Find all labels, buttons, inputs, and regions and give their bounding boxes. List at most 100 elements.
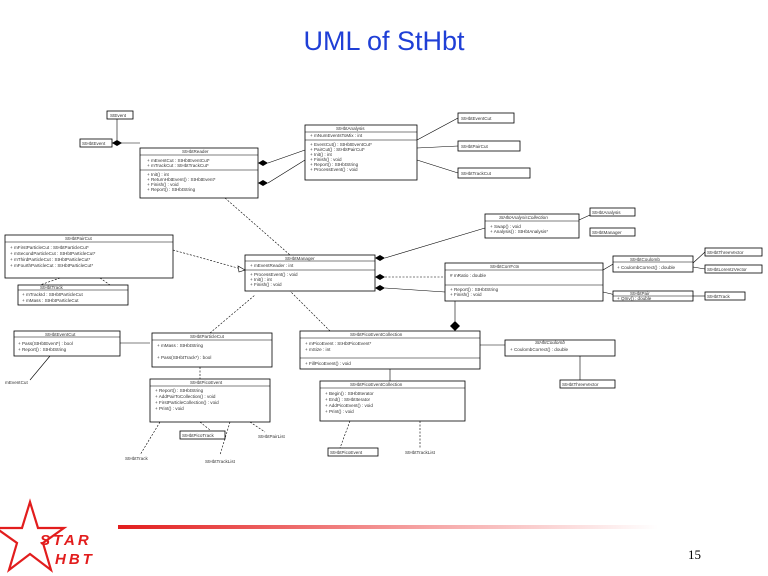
svg-text:+ mPicoEvent : StHbtPicoEv: + mPicoEvent : StHbtPicoEvent* (305, 341, 371, 346)
star-icon (0, 498, 68, 573)
class-box-bottom-center: StHbtPicoEventCollection + Begin() : StH… (319, 380, 466, 422)
svg-text:StHbtCoulomb: StHbtCoulomb (630, 257, 660, 262)
class-box-bottom-left: StHbtEventCut + Pass(StHbtEvent*) : bool… (13, 330, 121, 357)
svg-text:+ Finish() : void: + Finish() : void (450, 292, 482, 297)
class-box-stevent: StEvent (106, 110, 134, 120)
svg-text:+ Finish() : void: + Finish() : void (147, 182, 179, 187)
class-box-sthbttrackcut: StHbtTrackCut (457, 167, 531, 179)
class-box-sthbteventcut: StHbtEventCut (457, 112, 515, 124)
logo-hbt-text: HBT (55, 551, 95, 568)
svg-text:StHbtParticleCut: StHbtParticleCut (190, 334, 225, 339)
svg-text:StHbtPicoEventCollection: StHbtPicoEventCollection (350, 382, 403, 387)
svg-text:+ mThirdParticleCut : StHbtPa: + mThirdParticleCut : StHbtParticleCut* (10, 257, 91, 262)
class-box-analysis-collection: StHbtAnalysisCollection + Swap() : void … (484, 213, 580, 239)
svg-text:+ ProcessEvent() : void: + ProcessEvent() : void (310, 167, 358, 172)
svg-text:StHbtTrack: StHbtTrack (707, 294, 731, 299)
svg-text:+ Report() : StHbtS: + Report() : StHbtString (147, 187, 196, 192)
svg-text:StHbtPairList: StHbtPairList (258, 434, 286, 439)
svg-text:+ Print() : void: + Print() : void (325, 409, 354, 414)
svg-text:+ Init() : int: + Init() : int (147, 172, 170, 177)
svg-text:+ mTrackCut : StHbtTrackCut*: + mTrackCut : StHbtTrackCut* (147, 163, 209, 168)
class-label-stevent: StEvent (110, 113, 127, 118)
svg-text:+ mSecondParticleCut : StHbtPa: + mSecondParticleCut : StHbtParticleCut* (10, 251, 96, 256)
svg-text:StHbtPicoTrack: StHbtPicoTrack (182, 433, 214, 438)
svg-text:+ FillPicoEvent() : void: + FillPicoEvent() : void (305, 361, 351, 366)
composition-diamond (112, 140, 122, 146)
svg-text:StHbtTrack: StHbtTrack (40, 285, 64, 290)
svg-text:StHbtThreeVector: StHbtThreeVector (562, 382, 599, 387)
svg-text:StHbtTrackList: StHbtTrackList (205, 459, 236, 464)
class-label-sthbttrackcut: StHbtTrackCut (461, 171, 492, 176)
svg-text:+ mSize : int: + mSize : int (305, 347, 331, 352)
class-box-event-cut-detail: StHbtTrack + mTrackId : StHbtParticleCut… (17, 284, 129, 306)
class-box-bottom-left-bottom: StHbtPicoEvent + Report() : StHbtString … (149, 378, 271, 423)
class-label-sthbtreader: StHbtReader (182, 149, 209, 154)
svg-text:+ mFourthParticleCut : StHbtPa: + mFourthParticleCut : StHbtParticleCut* (10, 263, 93, 268)
logo-star-text: STAR (40, 532, 92, 549)
class-label-sthbtpaircut: StHbtPairCut (461, 144, 489, 149)
svg-text:+ CoulombCorrect() : double: + CoulombCorrect() : double (617, 265, 676, 270)
svg-text:# mRatio : double: # mRatio : double (450, 273, 486, 278)
svg-text:+ PairCut() : StHbtPairC: + PairCut() : StHbtPairCut* (310, 147, 365, 152)
svg-text:+ Init() : int: + Init() : int (310, 152, 333, 157)
svg-text:StHbtAnalysis: StHbtAnalysis (592, 210, 621, 215)
svg-text:StHbtPicoEvent: StHbtPicoEvent (330, 450, 363, 455)
svg-text:+ mMass : StHbtString: + mMass : StHbtString (157, 343, 204, 348)
class-box-sthbtcorrfctn: StHbtCorrFctn # mRatio : double + Report… (444, 262, 604, 302)
class-box-pico-collection: StHbtPicoEventCollection + mPicoEvent : … (299, 330, 481, 370)
svg-text:+ End() : StHbtIterator: + End() : StHbtIterator (325, 397, 371, 402)
class-label-sthbtmanager: StHbtManager (285, 256, 315, 261)
class-box-sthbtanalysis: StHbtAnalysis + mNumEventsToMix : int + … (304, 124, 418, 181)
class-box-right-top: StHbtAnalysis StHbtManager (589, 207, 636, 237)
svg-text:+ Report() : StHbtStr: + Report() : StHbtString (18, 347, 67, 352)
svg-text:mEventCut: mEventCut (5, 380, 28, 385)
svg-text:+ AddPicoEvent() : void: + AddPicoEvent() : void (325, 403, 373, 408)
svg-text:+ mFirstParticleCut : StHbtPa: + mFirstParticleCut : StHbtParticleCut* (10, 245, 89, 250)
svg-text:StHbtCoulomb: StHbtCoulomb (535, 340, 565, 345)
svg-text:+ mEventReader : int: + mEventReader : int (250, 263, 294, 268)
decorative-bar (118, 525, 658, 529)
svg-text:StHbtManager: StHbtManager (592, 230, 622, 235)
class-label-sthbteventcut: StHbtEventCut (461, 116, 492, 121)
svg-text:+ FirstParticleCollection() :: + FirstParticleCollection() : void (155, 400, 219, 405)
class-label-sthbtevent: StHbtEvent (82, 141, 106, 146)
class-label-pico-collection: StHbtPicoEventCollection (350, 332, 403, 337)
class-box-hbt-coulomb: StHbtCoulomb + CoulombCorrect() : double (504, 339, 616, 357)
svg-text:+ Report() : StH: + Report() : StHbtString (155, 388, 204, 393)
class-box-corrfctn-children: StHbtCoulomb + CoulombCorrect() : double… (612, 255, 694, 302)
svg-text:+ mNumEventsToMix : int: + mNumEventsToMix : int (310, 133, 363, 138)
svg-text:+ ReturnHbtEvent() : StHbtEven: + ReturnHbtEvent() : StHbtEvent* (147, 177, 216, 182)
class-box-sthbtevent: StHbtEvent (79, 138, 113, 148)
svg-text:+ Finish() : void: + Finish() : void (250, 282, 282, 287)
svg-text:+ Pass(StHbtTrack*) : bool: + Pass(StHbtTrack*) : bool (157, 355, 211, 360)
svg-text:StHbtPair: StHbtPair (630, 291, 650, 296)
class-label-sthbtcorrfctn: StHbtCorrFctn (490, 264, 520, 269)
svg-text:+ Finish() : void: + Finish() : void (310, 157, 342, 162)
svg-text:StHbtThreeVector: StHbtThreeVector (707, 250, 744, 255)
svg-text:StHbtLorentzVector: StHbtLorentzVector (707, 267, 747, 272)
svg-text:+ QInv() : double: + QInv() : double (617, 296, 652, 301)
class-box-sthbtreader: StHbtReader + mEventCut : StHbtEventCut*… (139, 147, 259, 199)
svg-text:+ Pass(StHbtEvent*) : bool: + Pass(StHbtEvent*) : bool (18, 341, 73, 346)
svg-text:+ mEventCut : StHbtEventCut*: + mEventCut : StHbtEventCut* (147, 158, 210, 163)
svg-text:StHbtTrack: StHbtTrack (125, 456, 149, 461)
svg-text:+ Report() : StHbtString: + Report() : StHbtString (450, 287, 499, 292)
svg-text:+ ProcessEvent() : void: + ProcessEvent() : void (250, 272, 298, 277)
svg-text:+ CoulombCorrect() : double: + CoulombCorrect() : double (510, 347, 569, 352)
svg-text:+ mMass : StHbtParticleCut: + mMass : StHbtParticleCut (22, 298, 79, 303)
page-number: 15 (688, 547, 701, 562)
svg-text:+ Swap() : void: + Swap() : void (490, 224, 521, 229)
class-box-bottom-mid-left: StHbtParticleCut + mMass : StHbtString +… (151, 332, 273, 368)
class-box-left-cut: StHbtPairCut + mFirstParticleCut : StHbt… (4, 234, 174, 279)
svg-text:+ EventCut() : StHbtEvent: + EventCut() : StHbtEventCut* (310, 142, 372, 147)
svg-text:+ Init() : int: + Init() : int (250, 277, 273, 282)
star-hbt-logo (0, 498, 68, 573)
svg-text:+ AddPairToCollection() : voi: + AddPairToCollection() : void (155, 394, 216, 399)
svg-text:+ mTrackId : StHbtParticleCut: + mTrackId : StHbtParticleCut (22, 292, 83, 297)
svg-text:StHbtPicoEvent: StHbtPicoEvent (190, 380, 223, 385)
slide-title: UML of StHbt (303, 26, 465, 56)
svg-text:StHbtPairCut: StHbtPairCut (65, 236, 93, 241)
svg-text:+ Analysis() : StHbtAnalysis*: + Analysis() : StHbtAnalysis* (490, 229, 548, 234)
svg-text:StHbtEventCut: StHbtEventCut (45, 332, 76, 337)
